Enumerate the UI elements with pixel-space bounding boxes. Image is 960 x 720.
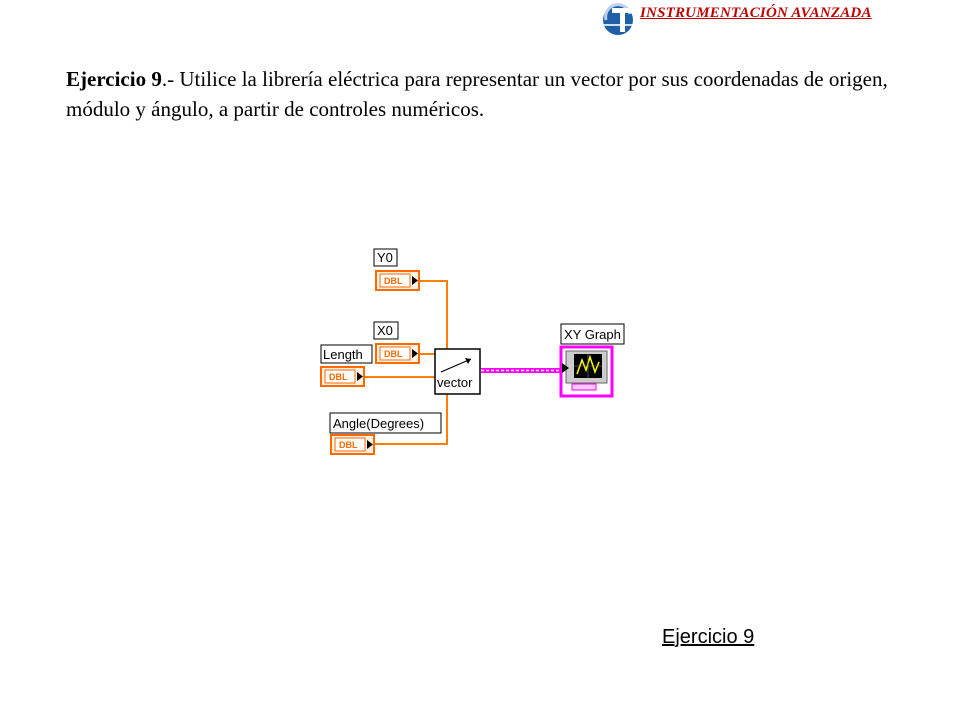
vector-subvi[interactable]: vector — [434, 348, 481, 395]
instructions: Ejercicio 9.- Utilice la librería eléctr… — [66, 64, 926, 124]
xy-graph-input-arrow-icon — [562, 363, 569, 373]
vector-arrow-icon — [440, 358, 472, 373]
control-y0[interactable]: Y0 DBL — [373, 248, 420, 291]
header-title: INSTRUMENTACIÓN AVANZADA — [640, 5, 872, 21]
y0-label: Y0 — [377, 250, 393, 265]
length-type: DBL — [329, 372, 348, 382]
angle-type: DBL — [339, 440, 358, 450]
length-label-box — [320, 344, 373, 364]
x0-output-arrow-icon — [412, 349, 418, 358]
xy-graph-label-box — [560, 323, 625, 345]
vector-label: vector — [437, 375, 473, 390]
graph-grid-icon — [574, 354, 602, 378]
x0-type: DBL — [384, 349, 403, 359]
length-output-arrow-icon — [357, 372, 363, 381]
control-x0[interactable]: X0 DBL — [373, 321, 420, 364]
y0-type: DBL — [384, 276, 403, 286]
length-type-box — [324, 369, 356, 384]
vector-arrowhead-icon — [465, 358, 471, 364]
graph-scale-icon — [571, 383, 597, 391]
exercise-link[interactable]: Ejercicio 9 — [662, 626, 755, 648]
y0-output-arrow-icon — [412, 276, 418, 285]
length-label: Length — [323, 347, 363, 362]
x0-type-box — [379, 346, 411, 361]
xy-graph-indicator[interactable]: XY Graph — [559, 323, 625, 398]
angle-output-arrow-icon — [367, 440, 373, 449]
exercise-heading: Ejercicio 9 — [66, 67, 162, 91]
y0-type-box — [379, 273, 411, 288]
angle-label-box — [329, 412, 442, 434]
x0-label-box — [373, 321, 399, 340]
control-length[interactable]: Length DBL — [320, 344, 373, 387]
cluster-wire — [481, 368, 561, 373]
faculty-logo — [600, 3, 638, 35]
xy-graph-label: XY Graph — [564, 327, 621, 342]
header: INSTRUMENTACIÓN AVANZADA — [598, 0, 960, 38]
angle-label: Angle(Degrees) — [333, 416, 424, 431]
control-angle[interactable]: Angle(Degrees) DBL — [329, 412, 442, 455]
exercise-body: .- Utilice la librería eléctrica para re… — [66, 67, 888, 121]
y0-label-box — [373, 248, 398, 267]
x0-label: X0 — [377, 323, 393, 338]
angle-type-box — [334, 437, 366, 452]
